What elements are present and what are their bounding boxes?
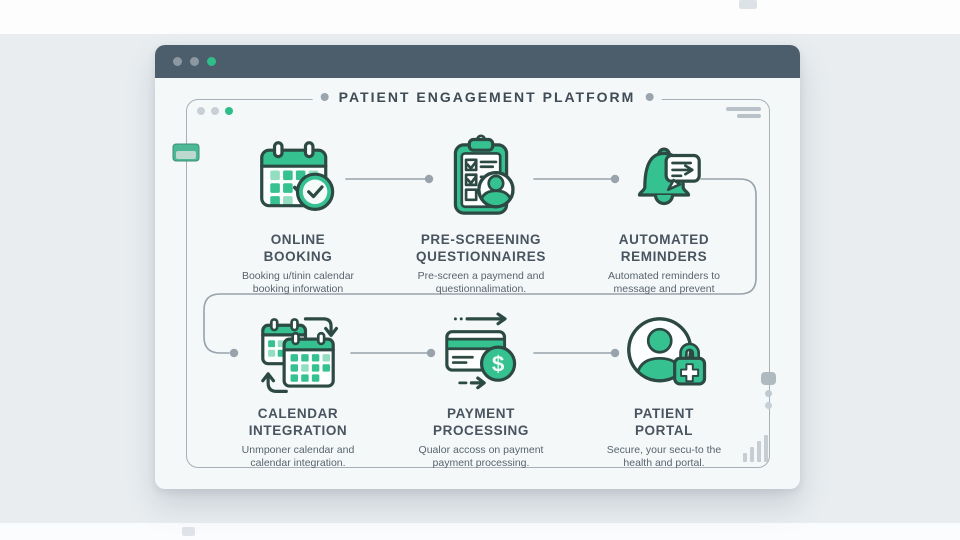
background-top-strip xyxy=(0,0,960,34)
step-pre-screening: PRE-SCREENING QUESTIONNAIRES Pre-screen … xyxy=(396,131,566,297)
menu-icon xyxy=(726,107,761,119)
background-bottom-strip xyxy=(0,523,960,540)
step-title: AUTOMATED REMINDERS xyxy=(618,232,710,264)
step-calendar-integration: CALENDAR INTEGRATION Unmponer calendar a… xyxy=(213,305,383,471)
title-end-dot xyxy=(320,93,329,101)
window-control-dot xyxy=(207,57,216,66)
step-online-booking: ONLINE BOOKING Booking u/tinin calendar … xyxy=(213,131,383,297)
panel-traffic-dots xyxy=(197,107,233,115)
panel-dot xyxy=(197,107,205,115)
dollar-glyph: $ xyxy=(492,352,505,377)
diagram-title-chip: PATIENT ENGAGEMENT PLATFORM xyxy=(312,89,662,105)
user-lock-icon xyxy=(627,317,707,386)
panel-dot xyxy=(211,107,219,115)
step-title: PATIENT PORTAL xyxy=(634,406,694,438)
step-title: CALENDAR INTEGRATION xyxy=(248,406,348,438)
step-subtitle: Pre-screen a paymend and questionnalimat… xyxy=(417,269,545,296)
browser-window: PATIENT ENGAGEMENT PLATFORM xyxy=(155,45,800,489)
step-subtitle: Secure, your secu-to the health and port… xyxy=(606,443,722,470)
diagram-title: PATIENT ENGAGEMENT PLATFORM xyxy=(338,89,636,105)
step-subtitle: Automated reminders to message and preve… xyxy=(607,269,721,296)
window-control-dot xyxy=(190,57,199,66)
background-notch-top xyxy=(739,0,757,9)
step-payment-processing: $ PAYMENT PROCESSING Qualor accoss on pa… xyxy=(396,305,566,471)
clipboard-checklist-icon xyxy=(453,134,515,215)
credit-card-dollar-icon: $ xyxy=(445,312,517,390)
window-control-dot xyxy=(173,57,182,66)
step-title: PAYMENT PROCESSING xyxy=(432,406,530,438)
calendar-clock-icon xyxy=(260,141,335,211)
step-subtitle: Booking u/tinin calendar booking inforwa… xyxy=(241,269,355,296)
side-dot-icon xyxy=(765,390,772,397)
step-title: PRE-SCREENING QUESTIONNAIRES xyxy=(416,232,546,264)
side-dot-icon xyxy=(765,402,772,409)
briefcase-icon xyxy=(172,143,200,162)
window-titlebar xyxy=(155,45,800,78)
bell-message-icon xyxy=(637,147,701,206)
side-blob-icon xyxy=(761,372,776,385)
step-automated-reminders: AUTOMATED REMINDERS Automated reminders … xyxy=(579,131,749,297)
step-subtitle: Unmponer calendar and calendar integrati… xyxy=(241,443,355,470)
background-notch-bottom xyxy=(182,527,195,536)
diagram-panel: PATIENT ENGAGEMENT PLATFORM xyxy=(172,89,776,471)
panel-dot xyxy=(225,107,233,115)
title-end-dot xyxy=(645,93,654,101)
calendar-sync-icon xyxy=(261,317,338,393)
step-title: ONLINE BOOKING xyxy=(263,232,333,264)
step-patient-portal: PATIENT PORTAL Secure, your secu-to the … xyxy=(579,305,749,471)
bar-chart-icon xyxy=(743,435,768,462)
step-subtitle: Qualor accoss on payment payment process… xyxy=(418,443,544,470)
